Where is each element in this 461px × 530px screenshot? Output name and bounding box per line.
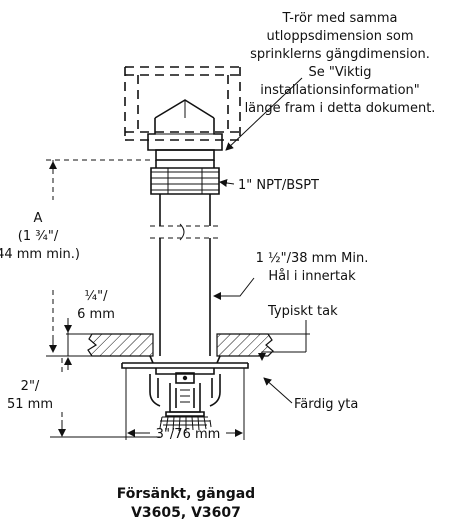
depth-label: 2"/ 51 mm — [7, 379, 53, 412]
caption-title: Försänkt, gängad — [117, 486, 255, 502]
finish-label: Färdig yta — [294, 397, 358, 412]
hole-label-line-1: 1 ½"/38 mm Min. — [256, 251, 369, 266]
tee-note-line-5: installationsinformation" — [260, 83, 420, 98]
dim-a-imperial: (1 ¾"/ — [18, 229, 59, 244]
sprinkler-head — [149, 368, 221, 432]
dim-a-metric: 44 mm min.) — [0, 247, 80, 262]
recess-label: ¼"/ 6 mm — [77, 289, 115, 322]
tee-note-line-3: sprinklerns gängdimension. — [250, 47, 430, 62]
leader-lines — [213, 77, 307, 404]
dimension-recess — [46, 318, 122, 370]
depth-label-line-2: 51 mm — [7, 397, 53, 412]
dimension-depth — [50, 358, 245, 440]
hole-label-line-2: Hål i innertak — [268, 269, 356, 284]
tee-note: T-rör med samma utloppsdimension som spr… — [245, 11, 436, 116]
escutcheon — [121, 332, 249, 369]
recess-label-line-2: 6 mm — [77, 307, 115, 322]
dimension-a — [46, 159, 150, 353]
width-label: 3"/76 mm — [156, 427, 221, 442]
tee-note-line-2: utloppsdimension som — [266, 29, 413, 44]
ceiling-label: Typiskt tak — [267, 304, 338, 319]
caption: Försänkt, gängad V3605, V3607 — [117, 486, 255, 521]
tee-note-line-4: Se "Viktig — [308, 65, 371, 80]
tee-note-line-6: länge fram i detta dokument. — [245, 101, 436, 116]
pipe-nipple — [150, 149, 222, 332]
recess-label-line-1: ¼"/ — [85, 289, 109, 304]
dim-a-label: A (1 ¾"/ 44 mm min.) — [0, 211, 80, 262]
depth-label-line-1: 2"/ — [21, 379, 40, 394]
hole-label: 1 ½"/38 mm Min. Hål i innertak — [256, 251, 369, 284]
tee-fitting-outline — [124, 66, 241, 141]
thread-label: 1" NPT/BSPT — [238, 178, 319, 193]
dim-a-letter: A — [34, 211, 43, 226]
tee-note-line-1: T-rör med samma — [281, 11, 397, 26]
tee-body — [147, 99, 223, 151]
caption-models: V3605, V3607 — [131, 505, 241, 521]
ceiling-section — [66, 333, 310, 357]
